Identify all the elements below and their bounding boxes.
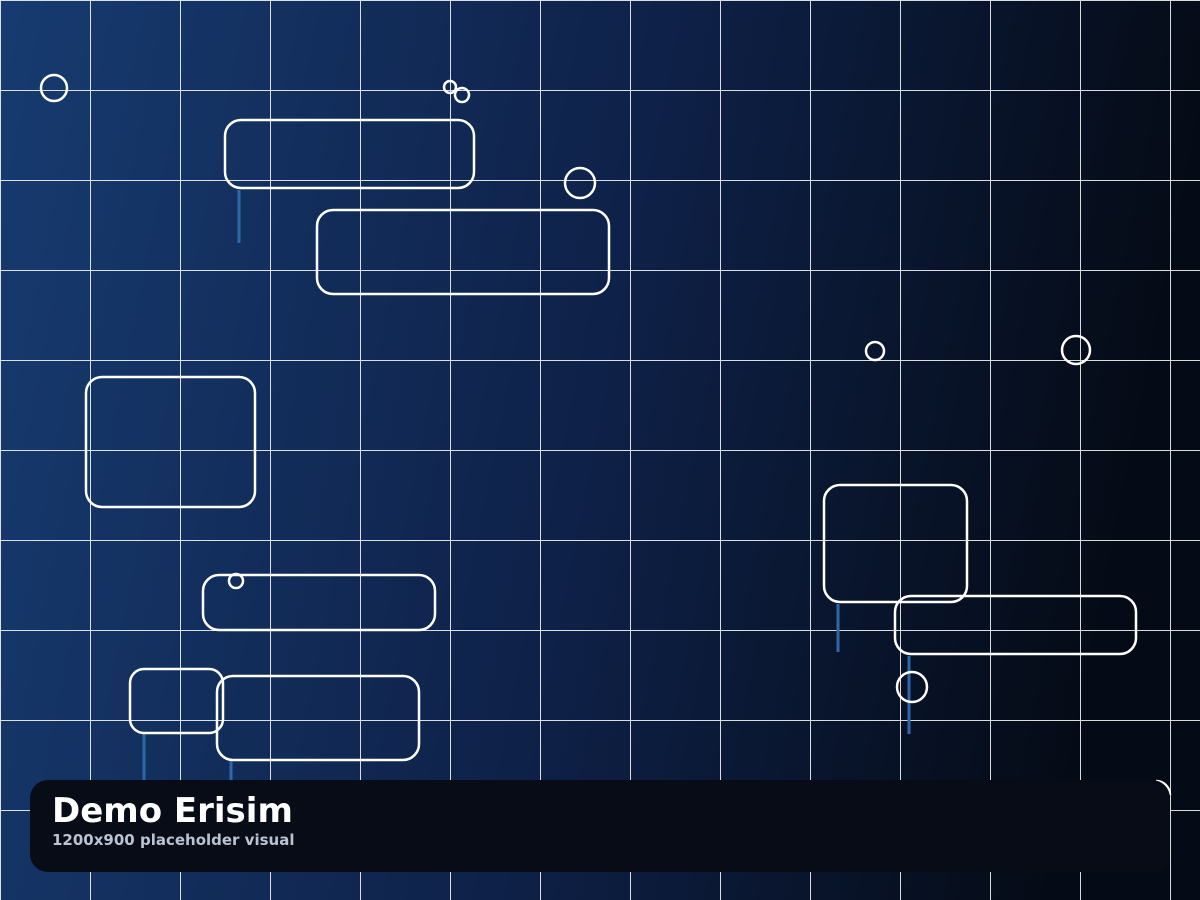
- rounded-box: [223, 118, 476, 190]
- ring: [563, 166, 597, 200]
- caption-bar: Demo Erisim 1200x900 placeholder visual: [30, 780, 1170, 872]
- stems: [142, 190, 911, 780]
- ring: [453, 86, 471, 104]
- ring: [895, 670, 929, 704]
- ring: [227, 572, 245, 590]
- ring: [864, 340, 886, 362]
- caption-title: Demo Erisim: [52, 791, 293, 831]
- rounded-box: [315, 208, 611, 296]
- rounded-box: [893, 594, 1138, 656]
- rounded-shapes: [84, 118, 1138, 762]
- rounded-box: [84, 375, 257, 509]
- rounded-box: [128, 667, 225, 735]
- ring: [1060, 334, 1092, 366]
- ring: [442, 79, 458, 95]
- ring: [39, 73, 69, 103]
- caption-subtitle: 1200x900 placeholder visual: [52, 831, 295, 849]
- rounded-box: [822, 483, 969, 604]
- rounded-box: [215, 674, 421, 762]
- rounded-box: [201, 573, 437, 632]
